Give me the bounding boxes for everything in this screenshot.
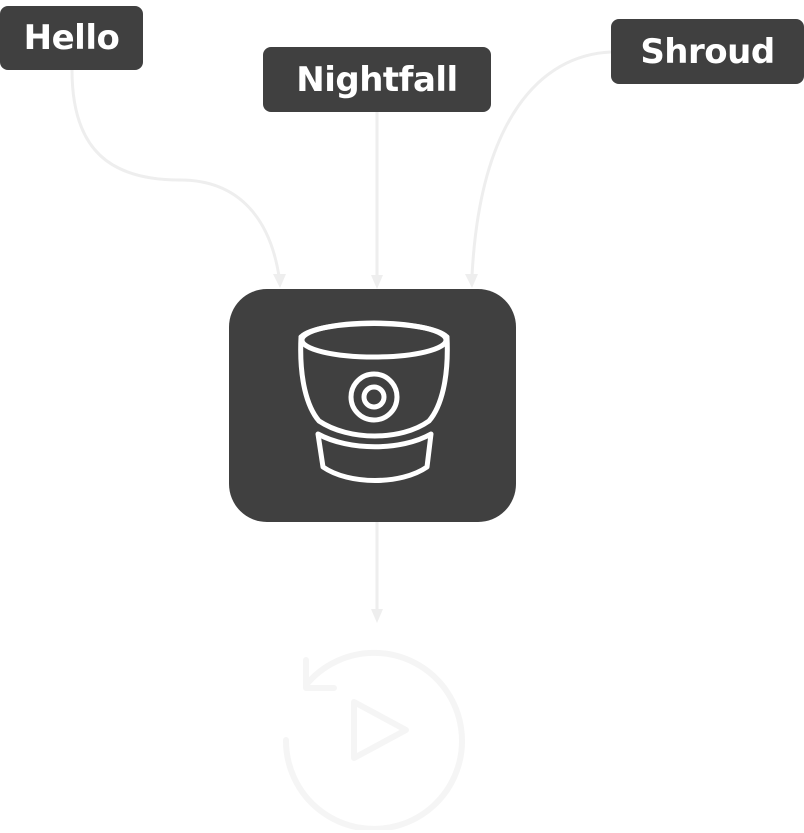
- input-node-nightfall-label: Nightfall: [296, 59, 458, 100]
- connector-shroud: [470, 50, 612, 277]
- replay-icon: [282, 649, 465, 830]
- input-node-shroud-label: Shroud: [640, 31, 775, 72]
- connector-hello: [70, 69, 281, 277]
- input-node-hello[interactable]: Hello: [0, 6, 143, 70]
- arrowhead-nightfall: [371, 275, 383, 289]
- arrowhead-output: [371, 609, 383, 623]
- center-node[interactable]: [229, 289, 516, 522]
- arrowhead-hello: [273, 274, 286, 288]
- input-node-nightfall[interactable]: Nightfall: [263, 47, 491, 112]
- bitbucket-icon: [298, 320, 450, 483]
- input-node-shroud[interactable]: Shroud: [611, 19, 804, 84]
- arrowhead-shroud: [465, 274, 478, 288]
- input-node-hello-label: Hello: [23, 18, 120, 58]
